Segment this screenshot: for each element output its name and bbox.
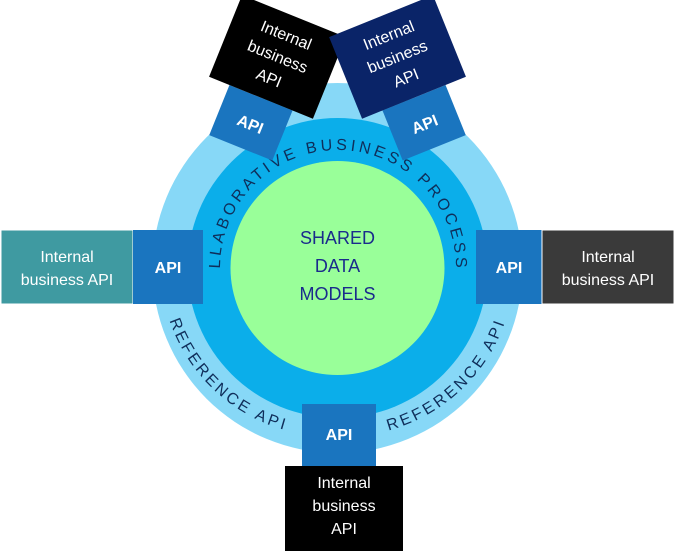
top-right-internal-api-box xyxy=(329,0,466,119)
left-box-line-1: Internal xyxy=(40,249,93,266)
shared-data-models-circle xyxy=(230,161,445,375)
right-box-line-2: business API xyxy=(562,272,655,289)
top-left-internal-api-box xyxy=(209,0,346,119)
top-right-api-block xyxy=(382,85,466,161)
bottom-api-label: API xyxy=(326,427,353,444)
right-connector: API Internal business API xyxy=(476,229,675,305)
bottom-box-line-3: API xyxy=(331,521,357,538)
center-line-3: MODELS xyxy=(299,284,375,304)
top-left-connector: API Internal business API xyxy=(209,0,346,161)
left-internal-api-box xyxy=(0,229,134,305)
top-right-connector: API Internal business API xyxy=(329,0,466,161)
bottom-box-line-2: business xyxy=(312,498,375,515)
center-line-1: SHARED xyxy=(300,228,375,248)
left-connector: Internal business API API xyxy=(0,229,203,305)
left-api-block xyxy=(133,230,203,304)
center-line-2: DATA xyxy=(315,256,360,276)
top-left-api-block xyxy=(209,85,293,161)
bottom-api-block xyxy=(302,404,376,466)
right-api-block xyxy=(476,230,542,304)
bottom-connector: API Internal business API xyxy=(285,404,403,551)
right-internal-api-box xyxy=(541,229,675,305)
left-box-line-2: business API xyxy=(21,272,114,289)
bottom-internal-api-box xyxy=(285,466,403,551)
right-api-label: API xyxy=(496,260,523,277)
left-api-label: API xyxy=(155,260,182,277)
right-box-line-1: Internal xyxy=(581,249,634,266)
bottom-box-line-1: Internal xyxy=(317,475,370,492)
